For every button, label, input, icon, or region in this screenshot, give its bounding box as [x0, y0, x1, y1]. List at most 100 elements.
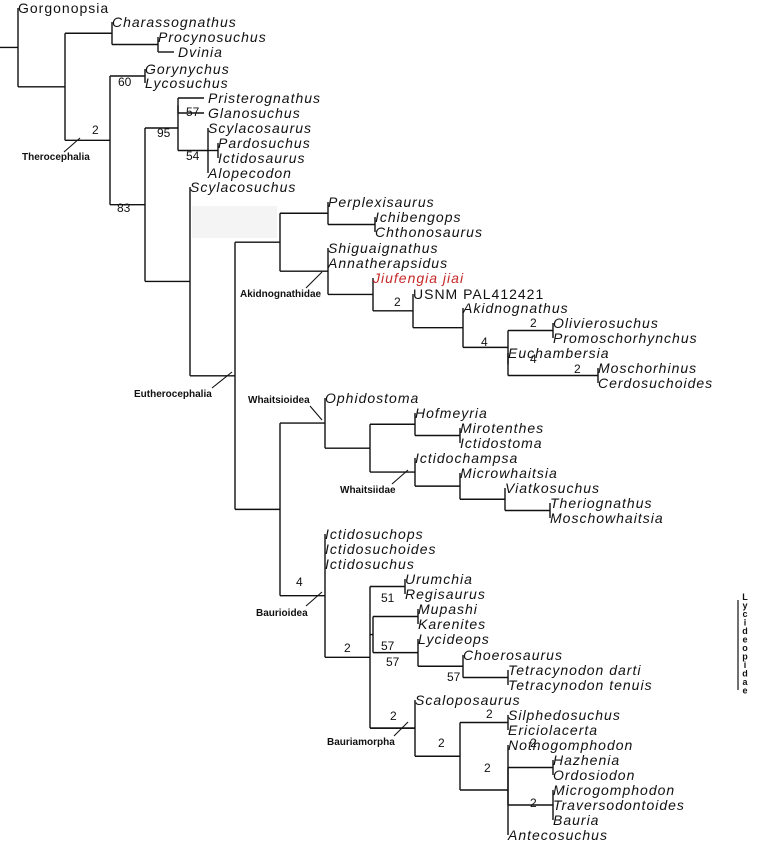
support-therocephalia: 2 — [92, 123, 99, 137]
support-olivierosuchus: 2 — [530, 316, 537, 330]
faint-highlight-box — [192, 206, 277, 238]
taxon-label-perplexisaurus: Perplexisaurus — [328, 194, 435, 210]
taxon-label-glanosuchus: Glanosuchus — [208, 105, 301, 121]
support-node-2-scalo: 2 — [438, 736, 445, 750]
support-euchambersia: 4 — [530, 352, 537, 366]
taxon-label-bauria: Bauria — [553, 812, 599, 828]
taxon-label-microwhaitsia: Microwhaitsia — [460, 465, 558, 481]
support-choerosaurus: 57 — [447, 670, 461, 684]
taxon-label-traversodontoides: Traversodontoides — [553, 797, 685, 813]
taxon-label-euchambersia: Euchambersia — [508, 345, 610, 361]
clade-label-eutherocephalia: Eutherocephalia — [134, 389, 212, 400]
support-moschorhinus: 2 — [574, 362, 581, 376]
support-hazhenia: 2 — [530, 736, 537, 750]
support-urumchia: 51 — [381, 591, 395, 605]
support-values: 2 60 95 57 54 83 2 2 4 4 2 4 51 57 57 57 2 2 2 2 2 2 2 — [92, 75, 581, 810]
taxon-label-ictidostoma: Ictidostoma — [460, 435, 543, 451]
taxon-label-scaloposaurus: Scaloposaurus — [415, 692, 521, 708]
taxon-label-ordosiodon: Ordosiodon — [553, 767, 635, 783]
tree-branches — [0, 8, 599, 835]
taxon-label-hazhenia: Hazhenia — [553, 752, 620, 768]
clade-label-bauriamorpha: Bauriamorpha — [327, 737, 395, 748]
taxon-label-urumchia: Urumchia — [405, 571, 473, 587]
taxon-label-moschorhinus: Moschorhinus — [598, 360, 697, 376]
support-mupashi: 57 — [381, 639, 395, 653]
clade-label-baurioidea: Baurioidea — [256, 608, 308, 619]
taxon-label-shiguaignathus: Shiguaignathus — [328, 240, 439, 256]
taxon-label-moschowhaitsia: Moschowhaitsia — [550, 510, 664, 526]
leader-line-eutherocephalia — [211, 371, 233, 389]
taxon-label-ophidostoma: Ophidostoma — [325, 390, 419, 406]
taxon-label-ericiolacerta: Ericiolacerta — [508, 722, 598, 738]
taxon-label-procynosuchus: Procynosuchus — [158, 29, 267, 45]
leader-line-therocephalia — [63, 137, 81, 153]
support-node-83: 83 — [117, 201, 131, 215]
taxon-label-ictidosuchops: Ictidosuchops — [325, 526, 424, 542]
taxon-label-ictidosuchus: Ictidosuchus — [325, 556, 415, 572]
leader-line-baurioidea — [305, 591, 323, 607]
taxon-label-hofmeyria: Hofmeyria — [415, 405, 488, 421]
support-scylacosaurus-group: 54 — [186, 149, 200, 163]
taxon-label-chthonosaurus: Chthonosaurus — [375, 224, 483, 240]
support-lycosuchidae: 60 — [118, 75, 132, 89]
taxon-label-ictidosaurus: Ictidosaurus — [218, 150, 305, 166]
taxon-label-karenites: Karenites — [418, 616, 486, 632]
leader-line-bauriamorpha — [393, 721, 409, 737]
leader-line-whaitsiidae — [391, 469, 409, 485]
taxon-label-gorgonopsia: Gorgonopsia — [18, 0, 109, 16]
support-microgomphodon: 2 — [530, 796, 537, 810]
taxon-label-ichibengops: Ichibengops — [375, 209, 462, 225]
taxon-label-charassognathus: Charassognathus — [112, 14, 237, 30]
support-nothogomphodon: 2 — [484, 761, 491, 775]
clade-label-akidnognathidae: Akidnognathidae — [240, 289, 322, 300]
clade-label-whaitsiidae: Whaitsiidae — [340, 485, 396, 496]
taxon-label-dvinia: Dvinia — [178, 44, 223, 60]
taxon-label-lycideops: Lycideops — [418, 631, 490, 647]
support-node-2-lower: 2 — [344, 641, 351, 655]
taxon-label-microgomphodon: Microgomphodon — [553, 782, 675, 798]
taxon-label-usnm: USNM PAL412421 — [413, 286, 544, 302]
support-baurioidea: 4 — [296, 575, 303, 589]
taxon-label-ictidosuchoides: Ictidosuchoides — [325, 541, 437, 557]
taxon-label-annatherapsidus: Annatherapsidus — [327, 255, 448, 271]
support-usnm: 2 — [394, 295, 401, 309]
taxon-label-mirotenthes: Mirotenthes — [460, 420, 544, 436]
taxon-label-silphedosuchus: Silphedosuchus — [508, 707, 621, 723]
taxon-label-choerosaurus: Choerosaurus — [463, 647, 563, 663]
taxon-label-pristerognathus: Pristerognathus — [208, 90, 321, 106]
clade-labels: TherocephaliaAkidnognathidaeEutherocepha… — [22, 152, 396, 748]
taxon-label-tetracynodon-darti: Tetracynodon darti — [508, 662, 641, 678]
support-lycideops: 57 — [386, 655, 400, 669]
support-akidnognathus-group: 4 — [481, 335, 488, 349]
support-silphedosuchus: 2 — [486, 707, 493, 721]
taxon-label-theriognathus: Theriognathus — [550, 495, 653, 511]
taxon-label-ictidochampsa: Ictidochampsa — [415, 450, 518, 466]
leader-line-whaitsioidea — [309, 405, 323, 421]
taxon-label-scylacosuchus: Scylacosuchus — [190, 179, 296, 195]
taxon-label-gorynychus: Gorynychus — [145, 61, 230, 77]
taxon-labels: GorgonopsiaCharassognathusProcynosuchusD… — [18, 0, 713, 841]
taxon-label-cerdosuchoides: Cerdosuchoides — [598, 375, 713, 391]
taxon-label-nothogomphodon: Nothogomphodon — [508, 737, 633, 753]
support-bauriamorpha: 2 — [390, 709, 397, 723]
clade-label-therocephalia: Therocephalia — [22, 152, 90, 163]
taxon-label-jiufengia: Jiufengia jiai — [372, 270, 464, 286]
support-scylacosauria: 95 — [157, 126, 171, 140]
taxon-label-viatkosuchus: Viatkosuchus — [505, 480, 600, 496]
taxon-label-regisaurus: Regisaurus — [405, 586, 486, 602]
taxon-label-akidnognathus: Akidnognathus — [462, 300, 569, 316]
taxon-label-tetracynodon-tenuis: Tetracynodon tenuis — [508, 677, 653, 693]
taxon-label-olivierosuchus: Olivierosuchus — [553, 315, 659, 331]
taxon-label-alopecodon: Alopecodon — [207, 165, 292, 181]
taxon-label-pardosuchus: Pardosuchus — [218, 135, 311, 151]
clade-label-whaitsioidea: Whaitsioidea — [248, 395, 310, 406]
taxon-label-antecosuchus: Antecosuchus — [507, 827, 608, 841]
taxon-label-lycosuchus: Lycosuchus — [145, 75, 229, 91]
leader-line-akidnognathidae — [305, 271, 323, 289]
taxon-label-scylacosaurus: Scylacosaurus — [208, 120, 312, 136]
taxon-label-promoschorhynchus: Promoschorhynchus — [553, 330, 698, 346]
support-pristerognathus-glanosuchus: 57 — [186, 105, 200, 119]
